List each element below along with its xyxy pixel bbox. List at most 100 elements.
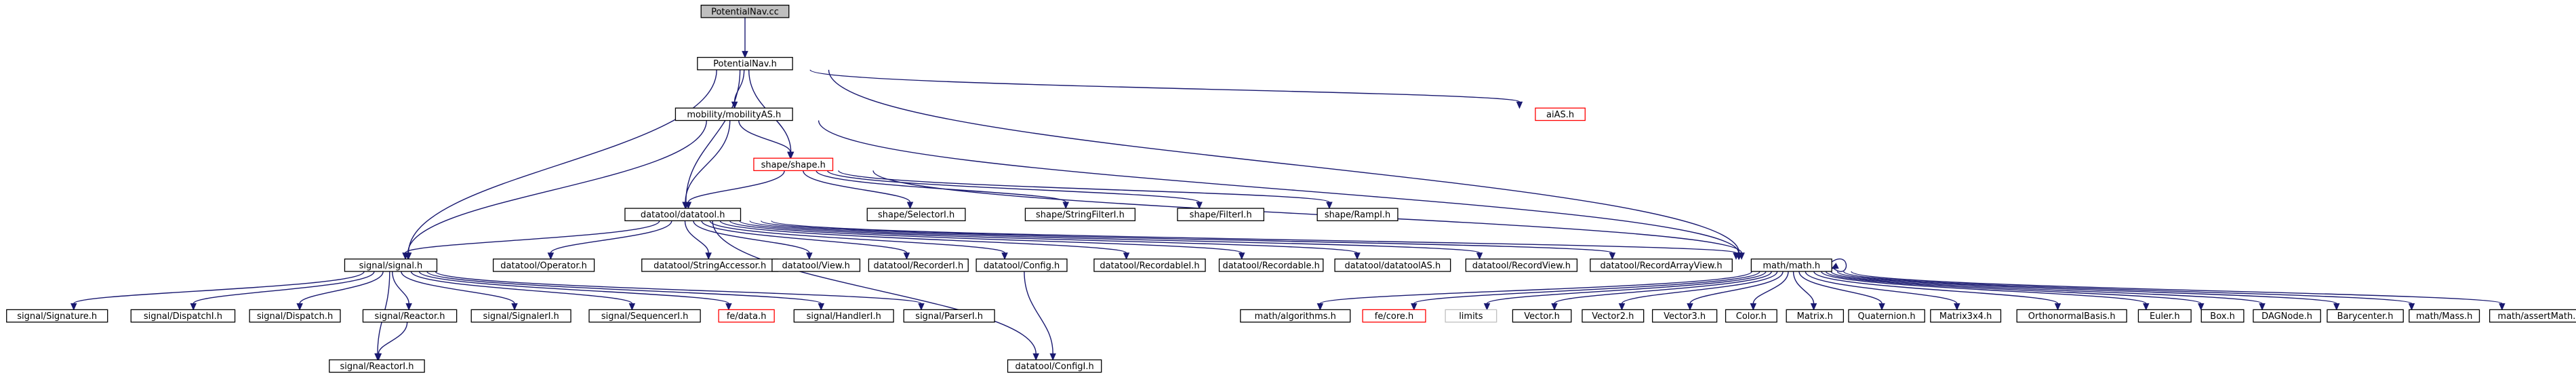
node-vector3[interactable]: Vector3.h [1651, 309, 1718, 323]
edge-line [684, 221, 709, 253]
node-math[interactable]: math/math.h [1750, 259, 1832, 272]
node-box [470, 309, 571, 323]
node-signal[interactable]: signal/signal.h [344, 259, 438, 272]
node-box [362, 309, 458, 323]
edge-line [828, 69, 1740, 253]
node-label: PotentialNav.cc [711, 7, 779, 17]
edge-line [392, 271, 409, 304]
node-label: datatool/RecordArrayView.h [1600, 261, 1722, 271]
node-parseri[interactable]: signal/ParserI.h [903, 309, 995, 323]
edge-line [1831, 258, 1847, 272]
node-vector2[interactable]: Vector2.h [1582, 309, 1645, 323]
node-matrix3x4[interactable]: Matrix3x4.h [1930, 309, 2002, 323]
node-pnav-h[interactable]: PotentialNav.h [697, 56, 793, 71]
node-label: Vector2.h [1592, 311, 1634, 322]
node-box [2200, 309, 2245, 323]
edge-mobility-to-datatool [682, 120, 731, 210]
node-datatoolas[interactable]: datatool/datatoolAS.h [1334, 259, 1451, 272]
arrowhead-icon [628, 303, 636, 311]
node-reactor[interactable]: signal/Reactor.h [362, 309, 458, 323]
node-algorithms[interactable]: math/algorithms.h [1240, 309, 1351, 323]
edge-math-to-matrix [1792, 271, 1817, 311]
node-recordview[interactable]: datatool/RecordView.h [1465, 259, 1578, 272]
node-mobility[interactable]: mobility/mobilityAS.h [675, 107, 793, 121]
node-label: Euler.h [2150, 311, 2180, 322]
node-label: Barycenter.h [2337, 311, 2394, 322]
node-configi[interactable]: datatool/ConfigI.h [1007, 359, 1102, 373]
node-label: signal/SignalerI.h [483, 311, 559, 322]
node-signature[interactable]: signal/Signature.h [6, 309, 108, 323]
node-shape[interactable]: shape/shape.h [753, 157, 834, 172]
node-label: datatool/RecordableI.h [1100, 261, 1199, 271]
arrowhead-icon [511, 303, 518, 311]
edge-shape-to-rampi [838, 170, 1333, 210]
node-dispatchi[interactable]: signal/DispatchI.h [130, 309, 236, 323]
edge-math-to-algorithms [1316, 271, 1752, 311]
edge-datatool-to-config [709, 220, 1008, 260]
edge-mobility-to-signal [405, 120, 707, 260]
edge-line [803, 170, 911, 203]
node-ai[interactable]: aiAS.h [1535, 107, 1586, 121]
node-box [2327, 309, 2404, 323]
arrowhead-icon [296, 303, 303, 311]
edge-pnav_h-to-ai [809, 69, 1523, 109]
node-root[interactable]: PotentialNav.cc [700, 4, 790, 18]
node-vector[interactable]: Vector.h [1512, 309, 1572, 323]
node-box [675, 107, 793, 121]
node-label: datatool/StringAccessor.h [653, 261, 766, 271]
node-box [1750, 259, 1832, 272]
node-recordarrayview[interactable]: datatool/RecordArrayView.h [1590, 259, 1733, 272]
node-dispatch[interactable]: signal/Dispatch.h [249, 309, 341, 323]
node-label: math/Mass.h [2416, 311, 2472, 322]
node-dagnode[interactable]: DAGNode.h [2253, 309, 2321, 323]
node-datatool[interactable]: datatool/datatool.h [624, 208, 742, 221]
node-rampi[interactable]: shape/RampI.h [1316, 208, 1398, 221]
edge-line [1319, 271, 1752, 305]
edge-line [1805, 271, 1958, 305]
node-recordablei[interactable]: datatool/RecordableI.h [1093, 259, 1206, 272]
node-selectori[interactable]: shape/SelectorI.h [866, 208, 966, 221]
node-barycenter[interactable]: Barycenter.h [2327, 309, 2404, 323]
node-filteri[interactable]: shape/FilterI.h [1177, 208, 1265, 221]
edge-pnav_h-to-signal [405, 69, 717, 260]
node-box [975, 259, 1068, 272]
node-reactori[interactable]: signal/ReactorI.h [329, 359, 425, 373]
node-signaleri[interactable]: signal/SignalerI.h [470, 309, 571, 323]
edges-layer [71, 17, 2505, 361]
edge-line [405, 220, 660, 254]
node-fedata[interactable]: fe/data.h [718, 309, 775, 323]
arrowhead-icon [1326, 202, 1333, 210]
node-box [753, 157, 834, 172]
edge-signal-to-sequenceri [410, 271, 636, 311]
node-orthonormal[interactable]: OrthonormalBasis.h [2016, 309, 2127, 323]
node-operator[interactable]: datatool/Operator.h [492, 259, 595, 272]
arrowhead-icon [1609, 252, 1616, 260]
edge-config-to-configi [1024, 271, 1056, 361]
node-recorderi[interactable]: datatool/RecorderI.h [868, 259, 969, 272]
node-box [903, 309, 995, 323]
node-sequenceri[interactable]: signal/SequencerI.h [588, 309, 701, 323]
arrowhead-icon [547, 252, 555, 260]
node-box[interactable]: Box.h [2200, 309, 2245, 323]
node-stringfilteri[interactable]: shape/StringFilterI.h [1024, 208, 1136, 221]
node-box [1590, 259, 1733, 272]
node-label: Color.h [1736, 311, 1767, 322]
node-mass[interactable]: math/Mass.h [2409, 309, 2480, 323]
node-fecore[interactable]: fe/core.h [1362, 309, 1426, 323]
node-stringaccessor[interactable]: datatool/StringAccessor.h [641, 259, 779, 272]
node-color[interactable]: Color.h [1725, 309, 1777, 323]
edge-math-to-vector2 [1618, 271, 1778, 311]
node-box [793, 309, 894, 323]
node-matrix[interactable]: Matrix.h [1786, 309, 1845, 323]
edge-signal-to-handleri [426, 271, 825, 311]
node-recordable[interactable]: datatool/Recordable.h [1218, 259, 1324, 272]
node-box [1218, 259, 1324, 272]
node-handleri[interactable]: signal/HandlerI.h [793, 309, 894, 323]
edge-signal-to-signaleri [401, 271, 518, 311]
node-config[interactable]: datatool/Config.h [975, 259, 1068, 272]
arrowhead-icon [1196, 202, 1203, 210]
node-assertmath[interactable]: math/assertMath.h [2489, 309, 2576, 323]
node-view[interactable]: datatool/View.h [771, 259, 861, 272]
node-quaternion[interactable]: Quaternion.h [1848, 309, 1925, 323]
node-euler[interactable]: Euler.h [2137, 309, 2192, 323]
